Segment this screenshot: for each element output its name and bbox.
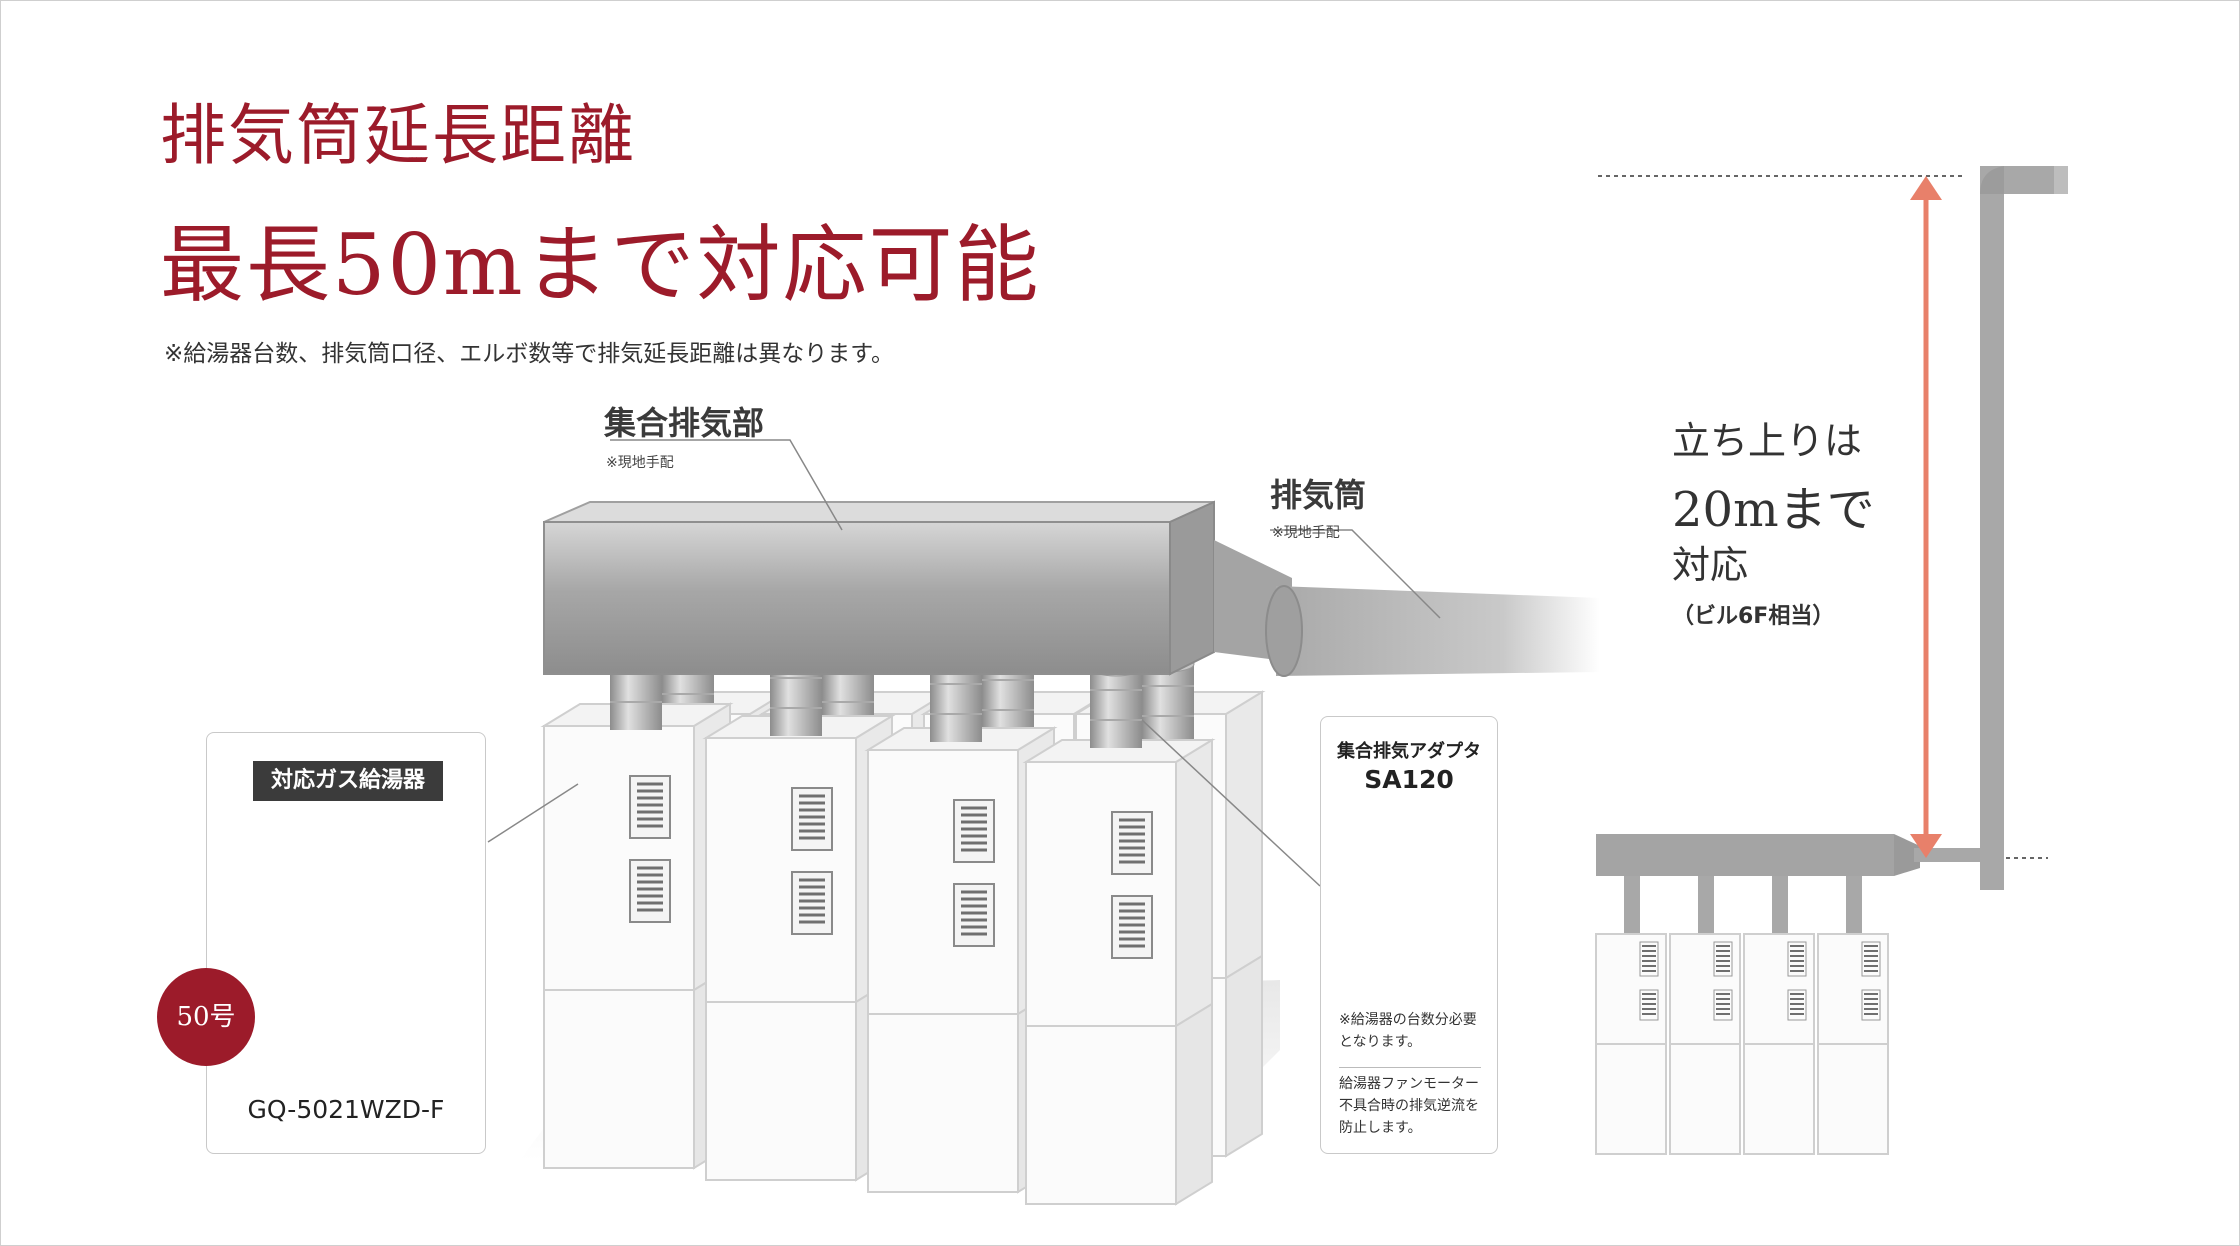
heater-row-front — [544, 704, 1212, 1204]
riser-diagram — [1595, 166, 2068, 1155]
header-unit-note: ※現地手配 — [606, 455, 674, 471]
heater-model: GQ-5021WZD-F — [247, 1095, 445, 1124]
heater-tag: 対応ガス給湯器 — [253, 761, 443, 801]
header-unit-label: 集合排気部 — [604, 404, 765, 442]
rise-text-floor-note: （ビル6F相当） — [1672, 604, 1835, 629]
adapter-title: 集合排気アダプタ — [1337, 741, 1481, 762]
exhaust-pipe — [1265, 585, 1600, 677]
rise-text-line3: 対応 — [1672, 543, 1749, 587]
rise-text-line1: 立ち上りは — [1672, 419, 1863, 463]
headline-subtitle: 最長50mまで対応可能 — [160, 216, 1041, 314]
headline-note: ※給湯器台数、排気筒口径、エルボ数等で排気延長距離は異なります。 — [164, 341, 894, 367]
rise-text-line2: 20mまで — [1672, 482, 1875, 538]
leader-lines — [487, 439, 1441, 887]
adapter-card: 集合排気アダプタ SA120 ※給湯器の台数分必要となります。 給湯器ファンモー… — [1320, 716, 1498, 1154]
collective-exhaust-header — [543, 500, 1292, 676]
adapter-divider — [1339, 1067, 1481, 1068]
adapter-note-quantity: ※給湯器の台数分必要となります。 — [1339, 1012, 1477, 1050]
exhaust-pipe-label: 排気筒 — [1270, 476, 1367, 514]
adapter-note-backflow: 給湯器ファンモーター不具合時の排気逆流を防止します。 — [1339, 1076, 1479, 1136]
capacity-badge: 50号 — [157, 968, 255, 1066]
heater-card: 対応ガス給湯器 50号 GQ-5021WZD-F — [157, 732, 486, 1154]
adapter-model: SA120 — [1364, 765, 1454, 794]
headline-title: 排気筒延長距離 — [160, 97, 636, 174]
exhaust-pipe-note: ※現地手配 — [1272, 525, 1340, 541]
